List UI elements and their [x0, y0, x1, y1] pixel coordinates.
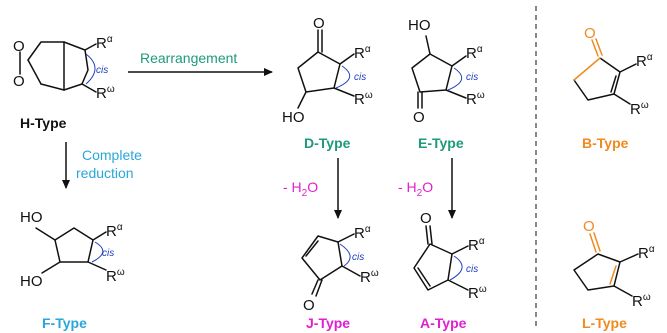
b-type-o: O [584, 25, 596, 42]
d-type-label: D-Type [304, 135, 351, 151]
j-type-o: O [303, 297, 315, 314]
h-type-r-omega: Rω [96, 84, 115, 102]
l-type-structure: O Rα Rω [573, 218, 655, 310]
rearrangement-label: Rearrangement [140, 50, 237, 66]
a-type-cis: cis [466, 264, 478, 275]
reduction-label-line2: reduction [76, 165, 134, 181]
j-type-r-omega: Rω [360, 268, 379, 286]
f-type-structure: HO HO Rα Rω cis [20, 209, 125, 290]
h-type-label: H-Type [20, 115, 67, 131]
d-type-ho: HO [282, 109, 305, 126]
f-type-cis: cis [102, 248, 114, 259]
h-type-r-alpha: Rα [96, 34, 113, 52]
l-type-label: L-Type [582, 315, 627, 331]
e-type-cis: cis [466, 72, 478, 83]
b-type-label: B-Type [582, 135, 629, 151]
e-to-a-water-loss: - H2O [398, 179, 433, 199]
f-type-ho1: HO [20, 209, 43, 226]
a-type-r-alpha: Rα [468, 236, 485, 254]
d-type-r-alpha: Rα [354, 44, 371, 62]
a-type-label: A-Type [420, 315, 467, 331]
f-type-ho2: HO [20, 273, 43, 290]
d-type-o: O [313, 15, 325, 32]
a-type-o: O [420, 210, 432, 227]
l-type-r-omega: Rω [632, 292, 651, 310]
b-type-r-omega: Rω [630, 100, 649, 118]
d-type-r-omega: Rω [354, 90, 373, 108]
e-type-label: E-Type [418, 135, 464, 151]
e-type-r-alpha: Rα [466, 44, 483, 62]
j-type-cis: cis [352, 252, 364, 263]
h-type-structure: O O Rα Rω cis [13, 34, 115, 102]
a-type-r-omega: Rω [468, 284, 487, 302]
f-type-r-alpha: Rα [106, 222, 123, 240]
f-type-label: F-Type [42, 315, 87, 331]
j-type-label: J-Type [306, 315, 350, 331]
d-to-j-water-loss: - H2O [283, 179, 318, 199]
h-type-o2: O [13, 73, 25, 90]
e-type-o: O [413, 109, 425, 126]
d-type-structure: O HO Rα Rω cis [282, 15, 373, 126]
f-type-r-omega: Rω [106, 267, 125, 285]
h-type-o1: O [13, 38, 25, 55]
b-type-structure: O Rα Rω [573, 25, 653, 118]
h-type-cis: cis [96, 65, 108, 76]
l-type-r-alpha: Rα [638, 244, 655, 262]
a-type-structure: O Rα Rω cis [413, 210, 487, 302]
j-type-r-alpha: Rα [354, 224, 371, 242]
b-type-r-alpha: Rα [636, 52, 653, 70]
e-type-r-omega: Rω [466, 90, 485, 108]
d-type-cis: cis [354, 72, 366, 83]
j-type-structure: O Rα Rω cis [301, 224, 379, 314]
reduction-label-line1: Complete [82, 147, 142, 163]
l-type-o: O [583, 218, 595, 235]
e-type-ho: HO [408, 17, 431, 34]
e-type-structure: HO O Rα Rω cis [408, 17, 485, 126]
